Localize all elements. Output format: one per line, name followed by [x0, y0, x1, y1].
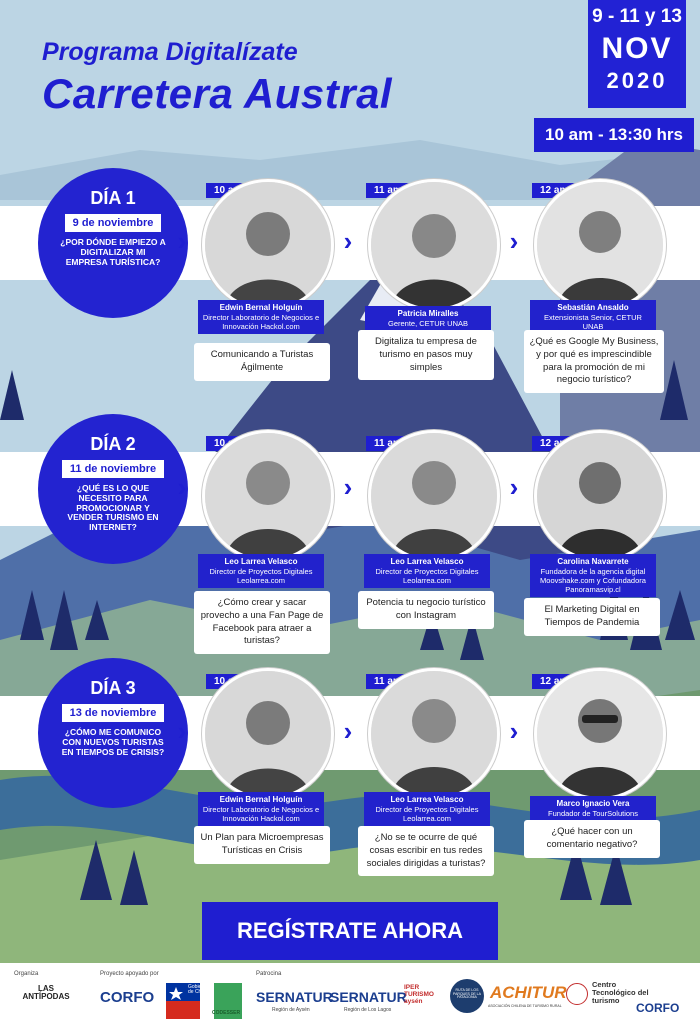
gobierno-logo — [166, 983, 200, 1019]
footer-logos: Organiza Proyecto apoyado por Patrocina … — [0, 963, 700, 1025]
speaker-name: Edwin Bernal Holguín — [219, 303, 303, 312]
speaker-photo — [534, 179, 666, 311]
iper-turismo-logo: IPER TURISMO aysén — [404, 984, 434, 1005]
day-question: ¿Cómo me comunico con nuevos turistas en… — [61, 727, 165, 757]
day-question: ¿Qué es lo que necesito para promocionar… — [67, 483, 159, 533]
program-title: Carretera Austral — [42, 70, 393, 117]
speaker-name: Marco Ignacio Vera — [556, 799, 630, 808]
session-topic: ¿Cómo crear y sacar provecho a una Fan P… — [194, 591, 330, 655]
chevron-right-icon: › — [509, 716, 519, 746]
corfo-logo-2: CORFO — [636, 1001, 680, 1015]
chevron-right-icon: › — [343, 472, 353, 502]
session-topic: Comunicando a Turistas Ágilmente — [194, 343, 330, 381]
speaker-name-box: Edwin Bernal Holguín Director Laboratori… — [198, 300, 324, 334]
speaker-role: Extensionista Senior, CETUR UNAB — [544, 312, 642, 331]
day-date: 11 de noviembre — [61, 460, 165, 478]
organiza-label: Organiza — [14, 971, 39, 977]
chevron-right-icon: › — [343, 226, 353, 256]
speaker-name-box: Edwin Bernal Holguín Director Laboratori… — [198, 792, 324, 826]
speaker-photo — [534, 430, 666, 562]
chevron-right-icon: › — [177, 716, 187, 746]
sernatur-lagos-sub: Región de Los Lagos — [344, 1007, 392, 1013]
speaker-name-box: Patricia Miralles Gerente, CETUR UNAB — [365, 306, 491, 331]
speaker-photo — [368, 668, 500, 800]
codesser-text: CODESSER — [212, 1010, 241, 1016]
speaker-name: Patricia Miralles — [397, 309, 459, 318]
session-topic: Digitaliza tu empresa de turismo en paso… — [358, 330, 494, 381]
speaker-name: Leo Larrea Velasco — [224, 557, 298, 566]
speaker-name: Leo Larrea Velasco — [390, 795, 464, 804]
ruta-parques-logo — [450, 979, 484, 1013]
session-topic: ¿Qué es Google My Business, y por qué es… — [524, 330, 664, 394]
date-month: NOV — [601, 32, 673, 65]
day-question: ¿Por dónde empiezo a digitalizar mi empr… — [60, 237, 166, 267]
date-days: 9 - 11 y 13 — [592, 6, 682, 27]
speaker-photo — [202, 668, 334, 800]
speaker-role: Director Laboratorio de Negocios e Innov… — [202, 804, 320, 823]
speaker-photo — [202, 430, 334, 562]
speaker-photo — [368, 179, 500, 311]
speaker-name: Leo Larrea Velasco — [390, 557, 464, 566]
day-1-circle: DÍA 1 9 de noviembre ¿Por dónde empiezo … — [38, 168, 188, 318]
sernatur-lagos-logo: SERNATUR — [330, 989, 407, 1005]
speaker-photo — [534, 668, 666, 800]
speaker-role: Director Laboratorio de Negocios e Innov… — [202, 312, 320, 331]
session-topic: El Marketing Digital en Tiempos de Pande… — [524, 598, 660, 636]
day-date: 9 de noviembre — [64, 214, 162, 232]
speaker-name-box: Marco Ignacio Vera Fundador de TourSolut… — [530, 796, 656, 821]
ruta-parques-text: RUTA DE LOS PARQUES DE LA PATAGONIA — [453, 988, 481, 999]
session-topic: Un Plan para Microempresas Turísticas en… — [194, 826, 330, 864]
speaker-name-box: Leo Larrea Velasco Director de Proyectos… — [364, 792, 490, 826]
chevron-right-icon: › — [177, 226, 187, 256]
speaker-name: Carolina Navarrete — [557, 557, 629, 566]
speaker-photo — [368, 430, 500, 562]
speaker-name-box: Leo Larrea Velasco Director de Proyectos… — [364, 554, 490, 588]
day-2-circle: DÍA 2 11 de noviembre ¿Qué es lo que nec… — [38, 414, 188, 564]
register-button[interactable]: REGÍSTRATE AHORA — [202, 902, 498, 960]
day-label: DÍA 1 — [90, 188, 136, 208]
corfo-logo: CORFO — [100, 989, 155, 1006]
chevron-right-icon: › — [509, 472, 519, 502]
date-box: 9 - 11 y 13 NOV 2020 — [588, 0, 686, 108]
las-antipodas-logo: LAS ANTÍPODAS — [22, 984, 70, 1001]
achitur-logo: ACHITUR — [490, 983, 567, 1002]
speaker-role: Fundadora de la agencia digital Moovshak… — [540, 566, 646, 594]
time-range-badge: 10 am - 13:30 hrs — [534, 118, 694, 152]
speaker-role: Director de Proyectos Digitales Leolarre… — [209, 566, 313, 585]
speaker-role: Fundador de TourSolutions — [548, 808, 638, 818]
day-label: DÍA 3 — [90, 678, 136, 698]
program-subtitle: Programa Digitalízate — [42, 38, 298, 66]
speaker-name-box: Carolina Navarrete Fundadora de la agenc… — [530, 554, 656, 597]
sernatur-aysen-logo: SERNATUR — [256, 989, 333, 1005]
speaker-name: Sebastián Ansaldo — [557, 303, 629, 312]
session-topic: ¿Qué hacer con un comentario negativo? — [524, 820, 660, 858]
day-date: 13 de noviembre — [61, 704, 165, 722]
speaker-photo — [202, 179, 334, 311]
cetur-logo: Centro Tecnológico del turismo — [592, 980, 649, 1005]
speaker-role: Director de Proyectos Digitales Leolarre… — [375, 566, 479, 585]
session-topic: Potencia tu negocio turístico con Instag… — [358, 591, 494, 629]
achitur-sub: ASOCIACIÓN CHILENA DE TURISMO RURAL — [488, 1004, 562, 1008]
codesser-logo — [214, 983, 242, 1019]
chevron-right-icon: › — [177, 472, 187, 502]
day-label: DÍA 2 — [90, 434, 136, 454]
chevron-right-icon: › — [509, 226, 519, 256]
proyecto-label: Proyecto apoyado por — [100, 971, 159, 977]
speaker-name: Edwin Bernal Holguín — [219, 795, 303, 804]
chevron-right-icon: › — [343, 716, 353, 746]
session-topic: ¿No se te ocurre de qué cosas escribir e… — [358, 826, 494, 877]
speaker-name-box: Leo Larrea Velasco Director de Proyectos… — [198, 554, 324, 588]
gobierno-text: Gobierno de Chile — [188, 984, 209, 995]
sernatur-aysen-sub: Región de Aysén — [272, 1007, 310, 1013]
day-3-circle: DÍA 3 13 de noviembre ¿Cómo me comunico … — [38, 658, 188, 808]
unab-seal-logo — [566, 983, 588, 1005]
patrocina-label: Patrocina — [256, 971, 282, 977]
speaker-role: Director de Proyectos Digitales Leolarre… — [375, 804, 479, 823]
speaker-name-box: Sebastián Ansaldo Extensionista Senior, … — [530, 300, 656, 334]
date-year: 2020 — [606, 68, 668, 93]
speaker-role: Gerente, CETUR UNAB — [387, 318, 469, 328]
